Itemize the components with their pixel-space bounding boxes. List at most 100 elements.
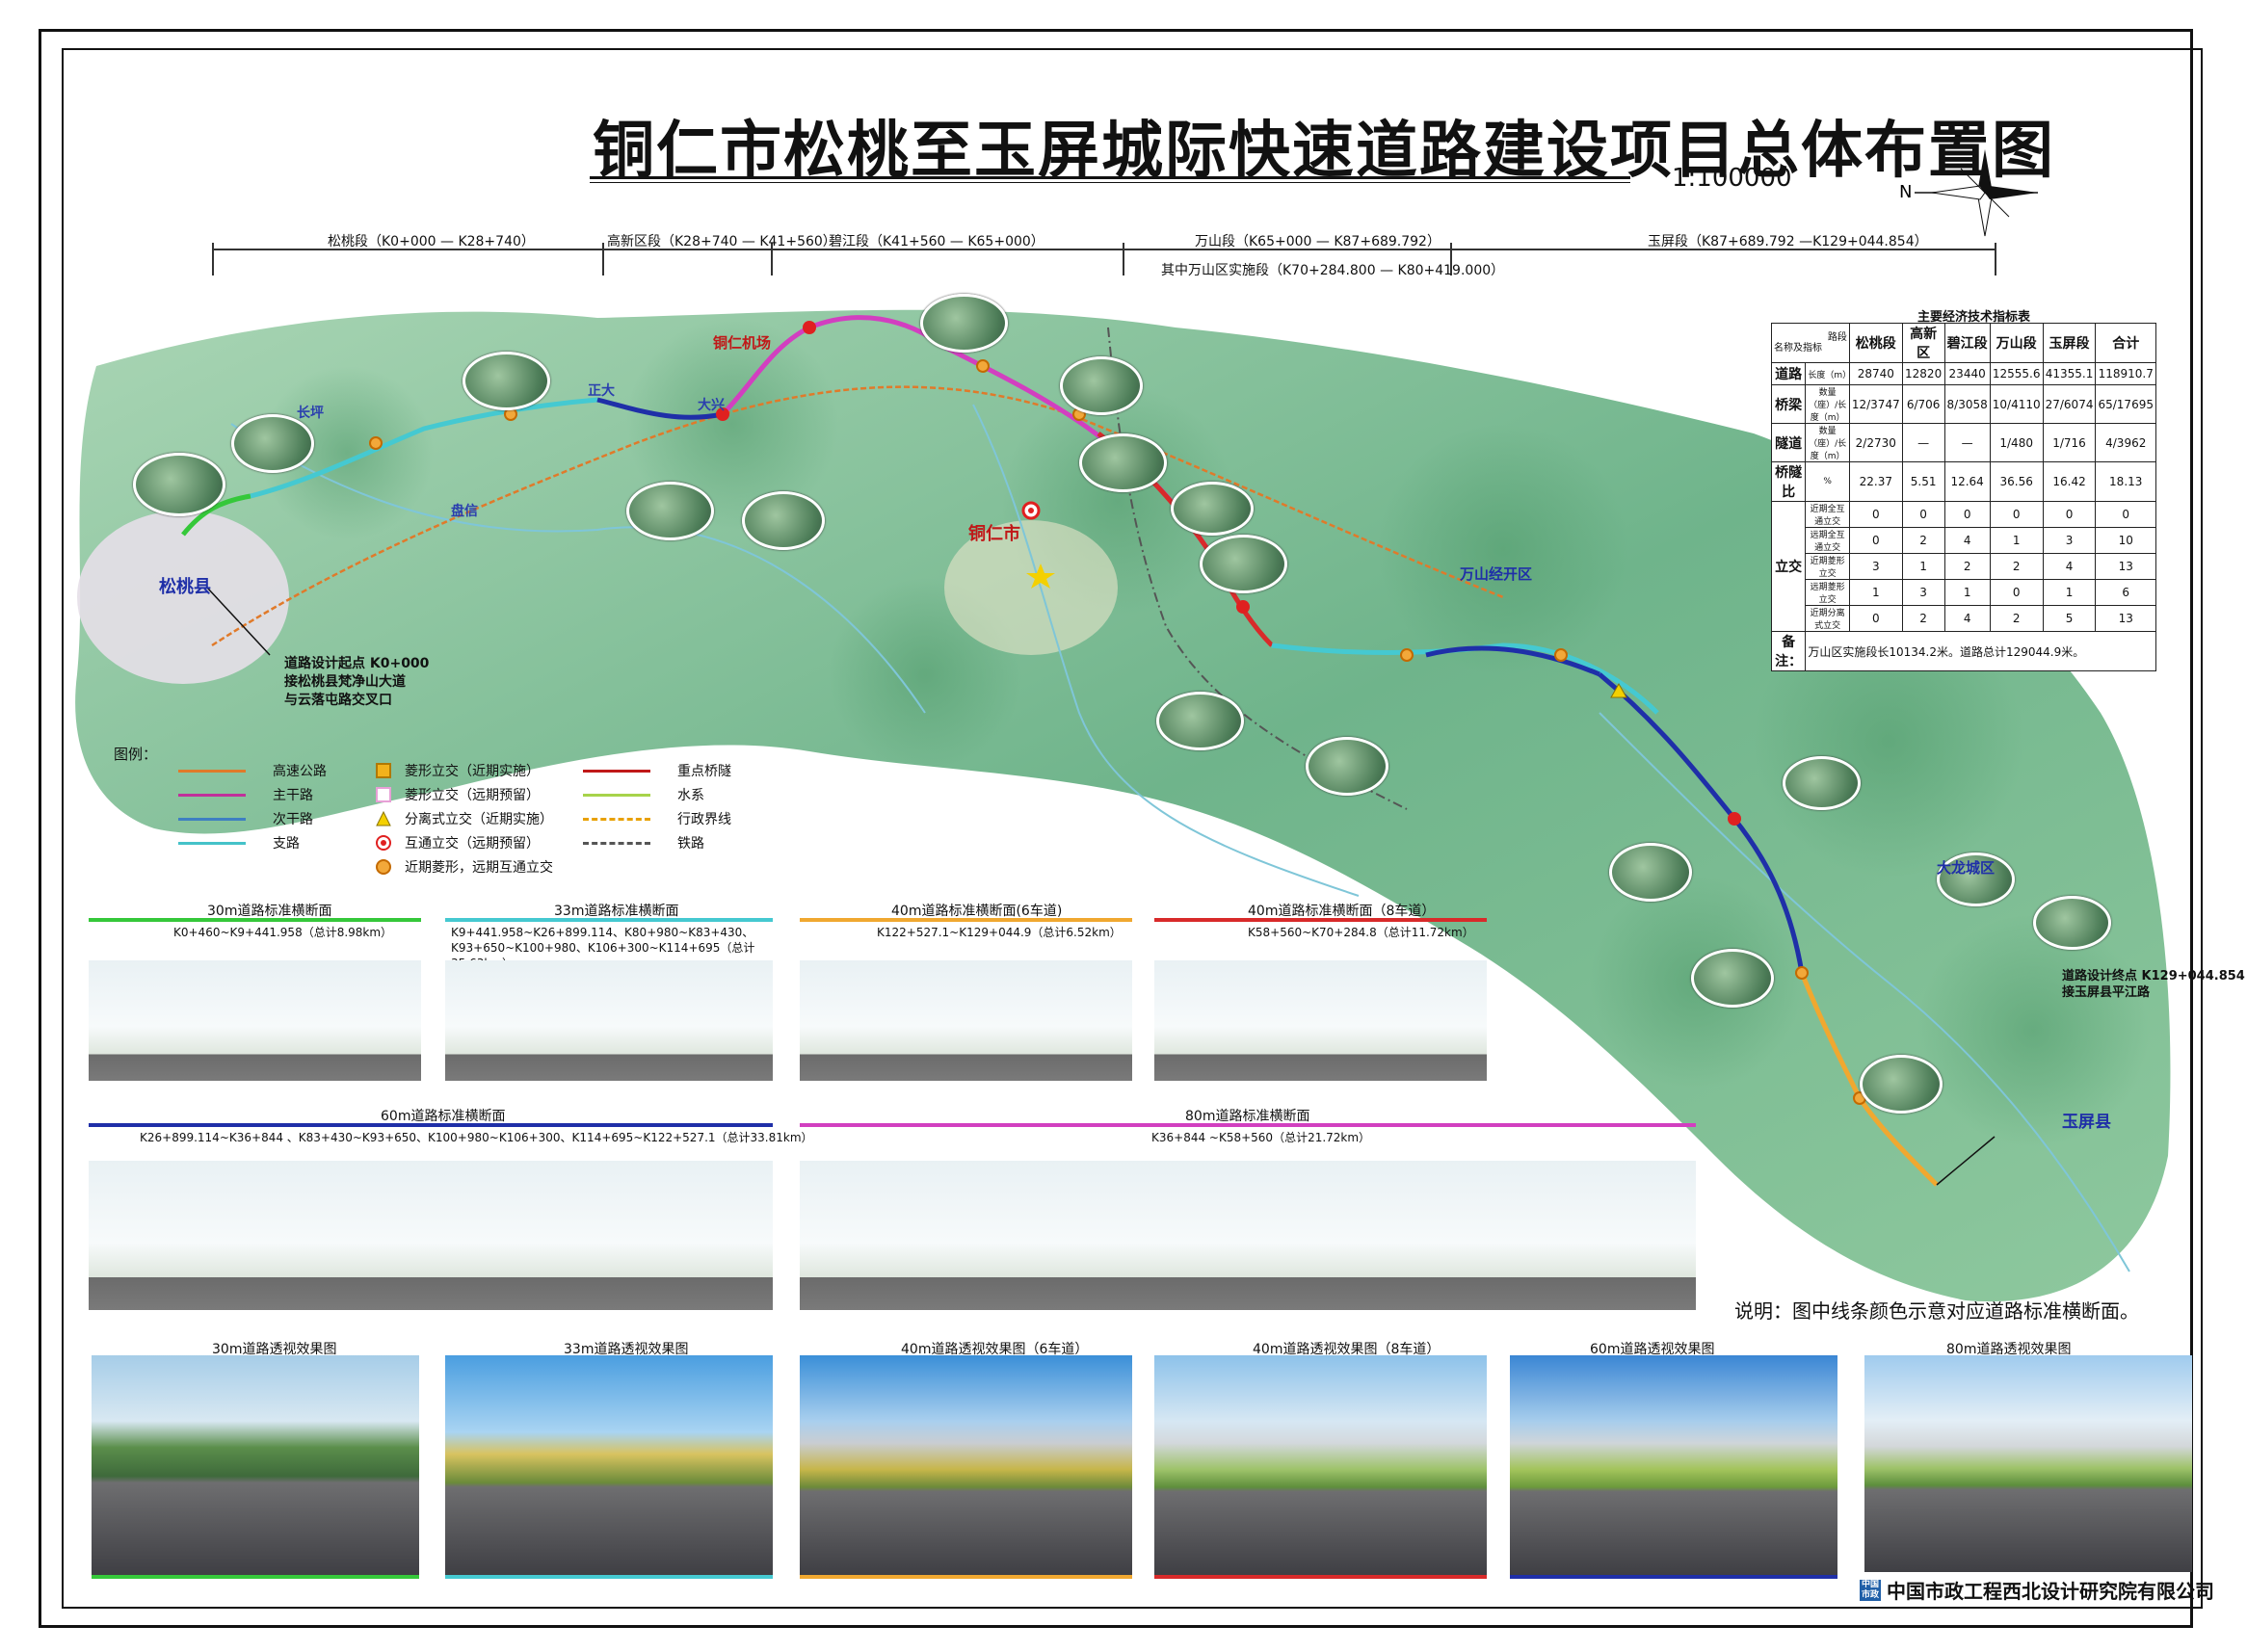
persp-title-80m: 80m道路透视效果图	[1946, 1342, 2072, 1357]
econ-cell: 65/17695	[2095, 384, 2156, 424]
thumb-tunnel-3	[1171, 482, 1254, 536]
route-start-callout: 道路设计起点 K0+000 接松桃县梵净山大道 与云落屯路交叉口	[284, 655, 429, 710]
legend-label: 分离式立交（近期实施）	[405, 812, 553, 827]
econ-cell: 10	[2095, 527, 2156, 554]
xs-range-30m: K0+460~K9+441.958（总计8.98km）	[173, 926, 393, 939]
compass-label: N	[1899, 182, 1912, 202]
xs-bar-80m	[800, 1123, 1696, 1127]
xs-image-40m-8	[1154, 960, 1487, 1081]
legend-item-diamond-far: 菱形立交（远期预留）	[376, 785, 540, 804]
econ-col-header: 玉屏段	[2042, 323, 2097, 363]
econ-cell: 8/3058	[1943, 384, 1991, 424]
legend-item-railway: 铁路	[583, 833, 704, 852]
start-label-2: 接松桃县梵净山大道	[284, 674, 406, 690]
company-name: 中国市政 中国市政工程西北设计研究院有限公司	[1860, 1576, 2214, 1604]
segment-label-wanshan: 万山段（K65+000 — K87+689.792）	[1195, 234, 1441, 249]
legend-item-diamond-near: 菱形立交（近期实施）	[376, 761, 540, 780]
legend-label: 次干路	[273, 812, 313, 827]
persp-title-60m: 60m道路透视效果图	[1590, 1342, 1715, 1357]
thumb-interchange-11	[1691, 949, 1774, 1008]
legend-swatch	[178, 817, 246, 821]
econ-cell: 0	[1943, 501, 1991, 528]
legend-label: 互通立交（远期预留）	[405, 836, 540, 852]
econ-cell: 5	[2042, 605, 2097, 632]
econ-table-title: 主要经济技术指标表	[1917, 310, 2031, 325]
xs-bar-60m	[89, 1123, 773, 1127]
legend-item-full-interchange: 互通立交（远期预留）	[376, 833, 540, 852]
econ-row-group: 桥隧比	[1770, 461, 1807, 502]
econ-cell: 28740	[1848, 362, 1903, 385]
econ-col-header: 碧江段	[1943, 323, 1991, 363]
econ-cell: —	[1943, 423, 1991, 462]
segment-label-gaoxin: 高新区段（K28+740 — K41+560）	[607, 234, 836, 249]
persp-bar-30m	[92, 1575, 419, 1579]
xs-title-80m: 80m道路标准横断面	[1185, 1109, 1310, 1124]
econ-remark: 万山区实施段长10134.2米。道路总计129044.9米。	[1805, 631, 2156, 671]
thumb-interchange-10	[1937, 852, 2015, 906]
end-leader	[1936, 1136, 1996, 1186]
xs-bar-40m-6	[800, 918, 1132, 922]
company-label: 中国市政工程西北设计研究院有限公司	[1887, 1580, 2214, 1603]
xs-range-33m: K9+441.958~K26+899.114、K80+980~K83+430、K…	[451, 926, 755, 970]
river	[1599, 712, 2130, 1272]
segment-label-bijiang: 碧江段（K41+560 — K65+000）	[829, 234, 1044, 249]
econ-row-interchange: 近期分离式立交 0 2 4 2 5 13	[1772, 605, 2156, 632]
route-33m	[1271, 642, 1659, 715]
econ-cell: 2	[1901, 527, 1945, 554]
econ-cell: 0	[1848, 527, 1903, 554]
econ-cell: 0	[1989, 579, 2044, 606]
persp-image-60m	[1510, 1355, 1837, 1575]
company-logo-icon: 中国市政	[1860, 1579, 1881, 1601]
place-wanshan: 万山经开区	[1460, 565, 1533, 583]
inner-frame	[62, 48, 2203, 1609]
legend-triangle-icon	[376, 811, 391, 826]
persp-bar-40m-6	[800, 1575, 1132, 1579]
title-underline-thin	[590, 182, 1630, 183]
thumb-bridge-2	[1200, 535, 1287, 593]
econ-cell: 0	[2042, 501, 2097, 528]
xs-title-40m-6: 40m道路标准横断面(6车道)	[891, 904, 1063, 919]
econ-cell: 2	[1943, 553, 1991, 580]
place-mengxi: 盘信	[451, 504, 478, 519]
route-30m	[181, 493, 251, 537]
econ-cell: 0	[1901, 501, 1945, 528]
segment-sub-label: 其中万山区实施段（K70+284.800 — K80+419.000）	[1161, 263, 1505, 278]
thumb-interchange-7	[1306, 737, 1388, 796]
river	[230, 423, 926, 714]
econ-row-interchange: 远期菱形立交 1 3 1 0 1 6	[1772, 579, 2156, 606]
econ-cell: 6	[2095, 579, 2156, 606]
econ-table: 路段 名称及指标 松桃段 高新区 碧江段 万山段 玉屏段 合计 道路 长度（m）…	[1770, 323, 2156, 671]
place-tongren: 铜仁市	[968, 524, 1020, 544]
segment-axis	[212, 249, 1995, 250]
econ-cell: 3	[1848, 553, 1903, 580]
legend-swatch	[583, 841, 650, 845]
econ-cell: 118910.7	[2095, 362, 2156, 385]
econ-row-interchange: 近期菱形立交 3 1 2 2 4 13	[1772, 553, 2156, 580]
xs-range-60m: K26+899.114~K36+844 、K83+430~K93+650、K10…	[140, 1131, 813, 1144]
econ-cell: 13	[2095, 605, 2156, 632]
legend-label: 近期菱形，远期互通立交	[405, 860, 553, 876]
persp-title-33m: 33m道路透视效果图	[564, 1342, 689, 1357]
legend-label: 行政界线	[677, 812, 731, 827]
thumb-tunnel-2	[231, 414, 314, 473]
legend-item-expressway: 高速公路	[178, 761, 327, 780]
thumb-interchange-3	[742, 491, 825, 550]
econ-cell: 0	[1989, 501, 2044, 528]
legend-label: 重点桥隧	[677, 764, 731, 779]
econ-cell: 0	[1848, 501, 1903, 528]
persp-title-40m-6: 40m道路透视效果图（6车道）	[901, 1342, 1089, 1357]
econ-row-item: 数量（座）/长度（m）	[1805, 384, 1850, 424]
legend-label: 高速公路	[273, 764, 327, 779]
persp-image-80m	[1864, 1355, 2192, 1572]
econ-cell: 12820	[1901, 362, 1945, 385]
legend-item-secondary: 次干路	[178, 809, 313, 828]
xs-range-80m: K36+844 ~K58+560（总计21.72km）	[1151, 1131, 1371, 1144]
persp-image-40m-6	[800, 1355, 1132, 1575]
econ-row-bridge: 桥梁 数量（座）/长度（m） 12/3747 6/706 8/3058 10/4…	[1770, 384, 2156, 424]
thumb-interchange-2	[626, 482, 714, 540]
xs-image-30m	[89, 960, 421, 1081]
legend-label: 水系	[677, 788, 704, 803]
econ-cell: 2	[1989, 553, 2044, 580]
xs-range-40m-6: K122+527.1~K129+044.9（总计6.52km）	[877, 926, 1122, 939]
legend-swatch	[178, 841, 246, 845]
